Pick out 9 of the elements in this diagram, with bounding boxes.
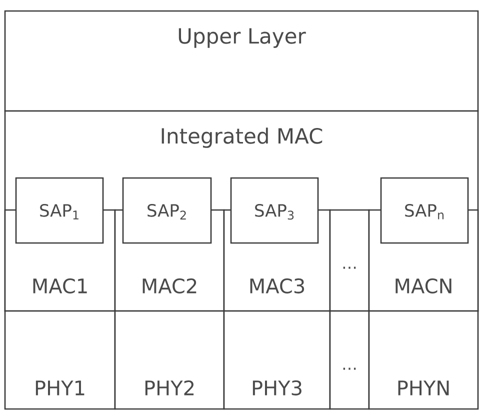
phy-box: PHY2 — [114, 310, 225, 410]
phy-box: PHY1 — [4, 310, 116, 410]
sap-box: SAP$_{3}$ — [230, 177, 319, 244]
layer-box: Upper Layer — [4, 10, 479, 112]
sap-box: SAP$_{n}$ — [380, 177, 469, 244]
ellipsis-box: … — [329, 209, 370, 312]
sap-box: SAP$_{1}$ — [15, 177, 104, 244]
sap-box: SAP$_{2}$ — [122, 177, 212, 244]
ellipsis-box: … — [329, 310, 370, 410]
